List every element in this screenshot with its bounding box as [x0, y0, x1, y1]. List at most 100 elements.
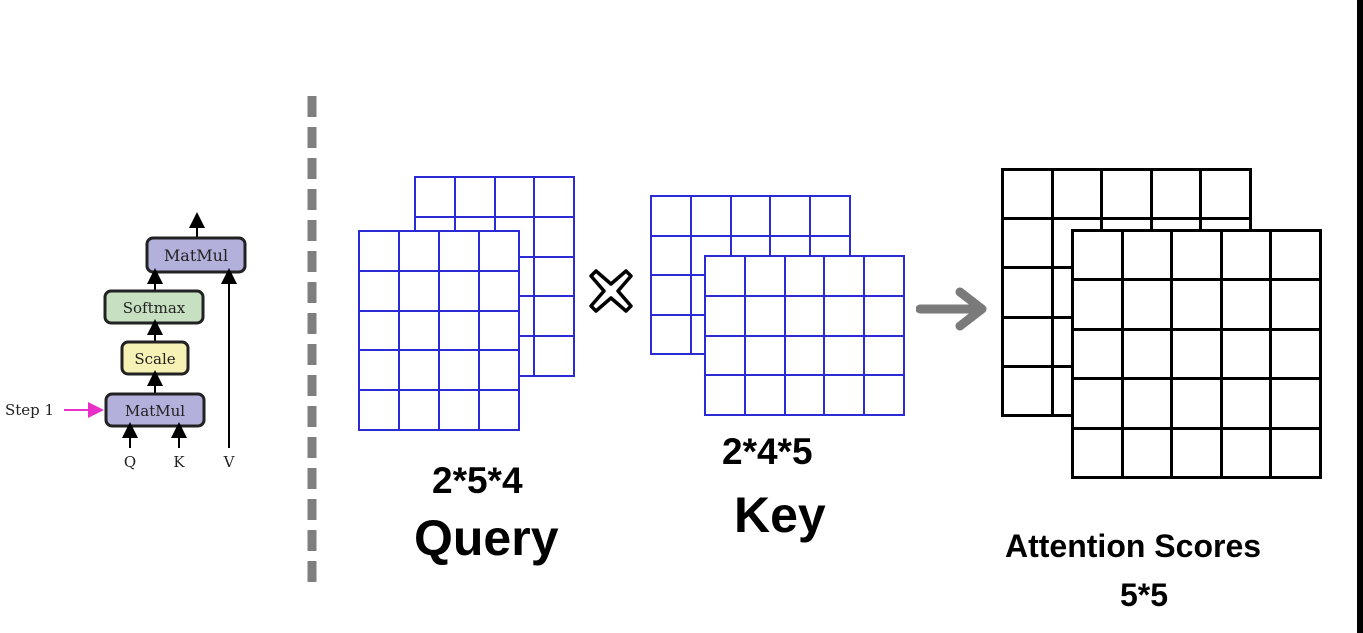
matrix-cell	[1272, 281, 1322, 331]
matrix-cell	[1123, 281, 1174, 331]
matrix-cell	[1272, 330, 1322, 381]
matrix-cell	[480, 271, 520, 312]
matrix-cell	[785, 257, 826, 297]
matrix-cell	[1004, 171, 1054, 221]
matrix-cell	[1222, 281, 1273, 331]
matrix-cell	[731, 197, 772, 237]
matrix-cell	[1074, 232, 1124, 282]
matrix-cell	[360, 271, 400, 312]
attention-scores-name: Attention Scores	[1005, 528, 1262, 564]
matrix-cell	[745, 296, 786, 337]
matrix-cell	[1123, 330, 1174, 381]
times-icon	[589, 269, 633, 313]
matrix-cell	[495, 178, 536, 218]
matrix-cell	[480, 311, 520, 352]
matrix-cell	[480, 391, 520, 431]
matrix-cell	[416, 178, 456, 218]
matrix-cell	[1222, 232, 1273, 282]
dashed-divider	[307, 96, 317, 586]
matrix-cell	[440, 351, 480, 392]
matrix-cell	[652, 197, 692, 237]
matrix-cell	[1173, 232, 1223, 282]
matrix-cell	[706, 296, 746, 337]
key-matrix-front	[704, 255, 905, 416]
scale-label: Scale	[134, 350, 175, 368]
matrix-cell	[811, 197, 851, 237]
matrix-cell	[785, 376, 826, 416]
matmul-bottom-block	[104, 392, 206, 428]
matrix-cell	[455, 178, 496, 218]
matrix-cell	[360, 232, 400, 272]
matrix-cell	[785, 336, 826, 377]
matrix-cell	[652, 276, 692, 316]
matrix-cell	[400, 351, 440, 392]
matrix-cell	[1074, 281, 1124, 331]
matrix-cell	[1004, 220, 1054, 270]
matrix-cell	[1074, 330, 1124, 381]
matrix-cell	[535, 337, 575, 377]
matrix-cell	[1123, 429, 1174, 479]
matrix-cell	[1173, 330, 1223, 381]
matrix-cell	[825, 336, 866, 377]
matrix-cell	[535, 257, 575, 298]
matrix-cell	[1074, 380, 1124, 430]
matrix-cell	[825, 296, 866, 337]
attention-flowchart: MatMul Softmax Scale MatMul Q K V Step 1	[5, 212, 247, 471]
matrix-cell	[1103, 171, 1153, 221]
matrix-cell	[1222, 429, 1273, 479]
matrix-cell	[480, 351, 520, 392]
matrix-cell	[1272, 429, 1322, 479]
matrix-cell	[865, 376, 905, 416]
matrix-cell	[400, 391, 440, 431]
matrix-cell	[535, 297, 575, 338]
matrix-cell	[1004, 269, 1054, 319]
matrix-cell	[1202, 171, 1252, 221]
query-name: Query	[414, 510, 559, 566]
input-v: V	[223, 453, 236, 471]
query-dims: 2*5*4	[432, 460, 523, 501]
matrix-cell	[1123, 380, 1174, 430]
matrix-cell	[652, 236, 692, 276]
matrix-cell	[1222, 330, 1273, 381]
matrix-cell	[360, 351, 400, 392]
matrix-cell	[400, 311, 440, 352]
matrix-cell	[1004, 367, 1054, 417]
matrix-cell	[865, 257, 905, 297]
matrix-cell	[706, 376, 746, 416]
right-edge-border	[1357, 0, 1363, 633]
matrix-cell	[825, 376, 866, 416]
matrix-cell	[1272, 380, 1322, 430]
matrix-cell	[535, 217, 575, 258]
matrix-cell	[785, 296, 826, 337]
matrix-cell	[440, 271, 480, 312]
matrix-cell	[400, 271, 440, 312]
matrix-cell	[1272, 232, 1322, 282]
matrix-cell	[1173, 380, 1223, 430]
attention-scores-dims: 5*5	[1120, 577, 1169, 613]
matrix-cell	[1053, 171, 1104, 221]
key-name: Key	[734, 487, 826, 543]
matrix-cell	[440, 391, 480, 431]
matrix-cell	[771, 197, 812, 237]
matrix-cell	[1074, 429, 1124, 479]
matrix-cell	[440, 232, 480, 272]
step-label: Step 1	[5, 401, 54, 419]
matrix-cell	[1173, 429, 1223, 479]
key-dims: 2*4*5	[722, 431, 813, 472]
matrix-cell	[440, 311, 480, 352]
input-k: K	[173, 453, 185, 471]
input-q: Q	[124, 453, 136, 471]
matrix-cell	[400, 232, 440, 272]
matrix-cell	[360, 311, 400, 352]
matrix-cell	[535, 178, 575, 218]
matrix-cell	[1222, 380, 1273, 430]
matrix-cell	[745, 376, 786, 416]
matmul-top-label: MatMul	[164, 246, 228, 265]
matrix-cell	[652, 315, 692, 355]
matrix-cell	[706, 257, 746, 297]
matrix-cell	[360, 391, 400, 431]
matrix-cell	[825, 257, 866, 297]
matrix-cell	[691, 197, 732, 237]
matrix-cell	[706, 336, 746, 377]
matmul-top-block	[145, 236, 247, 274]
